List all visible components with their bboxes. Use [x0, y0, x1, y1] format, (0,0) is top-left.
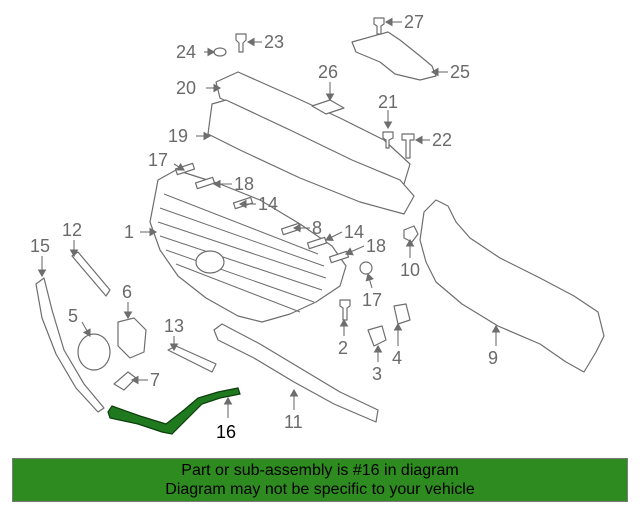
part-9-crossmember — [419, 199, 605, 373]
leader-lines — [37, 17, 501, 418]
part-16-highlighted-molding — [107, 387, 241, 435]
callout-17-upper: 17 — [148, 150, 168, 170]
part-5-emblem — [77, 333, 111, 371]
part-15-bumper-strip — [35, 277, 105, 413]
callout-labels: 1 2 3 4 5 6 7 8 9 10 11 12 13 14 14 15 1… — [30, 12, 498, 442]
banner-line-2: Diagram may not be specific to your vehi… — [165, 481, 475, 498]
callout-17-lower: 17 — [362, 290, 382, 310]
callout-10: 10 — [400, 260, 420, 280]
callout-19: 19 — [168, 126, 188, 146]
callout-3: 3 — [372, 364, 382, 384]
part-13-molding — [167, 345, 217, 373]
callout-18-upper: 18 — [234, 174, 254, 194]
callout-24: 24 — [176, 42, 196, 62]
parts-diagram: 1 2 3 4 5 6 7 8 9 10 11 12 13 14 14 15 1… — [30, 12, 605, 442]
callout-1: 1 — [124, 222, 134, 242]
callout-25: 25 — [450, 62, 470, 82]
callout-14-lower: 14 — [344, 222, 364, 242]
callout-4: 4 — [392, 348, 402, 368]
part-4-bracket — [393, 303, 411, 325]
part-27-clip — [373, 17, 385, 35]
part-1-radiator-grille — [149, 169, 347, 323]
callout-2: 2 — [338, 338, 348, 358]
part-22-bolt — [401, 133, 415, 159]
part-11-lower-seal — [213, 323, 379, 423]
part-25-seal-plate — [351, 31, 437, 81]
callout-16: 16 — [216, 422, 236, 442]
callout-21: 21 — [378, 92, 398, 112]
callout-13: 13 — [164, 316, 184, 336]
callout-26: 26 — [318, 62, 338, 82]
callout-9: 9 — [488, 348, 498, 368]
banner-line-1: Part or sub-assembly is #16 in diagram — [181, 462, 459, 479]
callout-5: 5 — [68, 306, 78, 326]
callout-27: 27 — [404, 12, 424, 32]
part-21-clip — [382, 131, 394, 149]
callout-7: 7 — [150, 370, 160, 390]
callout-15: 15 — [30, 236, 50, 256]
callout-22: 22 — [432, 130, 452, 150]
callout-20: 20 — [176, 78, 196, 98]
callout-18-lower: 18 — [366, 236, 386, 256]
callout-12: 12 — [62, 220, 82, 240]
part-26-label — [311, 99, 345, 115]
part-19-upper-seal — [207, 99, 415, 215]
callout-6: 6 — [122, 282, 132, 302]
info-banner: Part or sub-assembly is #16 in diagram D… — [12, 458, 628, 502]
part-23-clip — [235, 33, 247, 53]
part-3-bracket — [367, 325, 387, 347]
callout-23: 23 — [264, 32, 284, 52]
exploded-parts-drawing: 1 2 3 4 5 6 7 8 9 10 11 12 13 14 14 15 1… — [30, 12, 605, 442]
part-10-clip — [403, 225, 419, 243]
part-2-clip — [339, 299, 351, 321]
callout-11: 11 — [284, 412, 303, 432]
part-24-nut — [213, 47, 227, 57]
part-6-bracket — [117, 317, 147, 359]
callout-8: 8 — [312, 218, 322, 238]
callout-14-upper: 14 — [258, 194, 278, 214]
part-12-molding — [71, 251, 111, 297]
part-17-nut-lower — [359, 261, 373, 275]
part-7-clip — [113, 371, 137, 391]
